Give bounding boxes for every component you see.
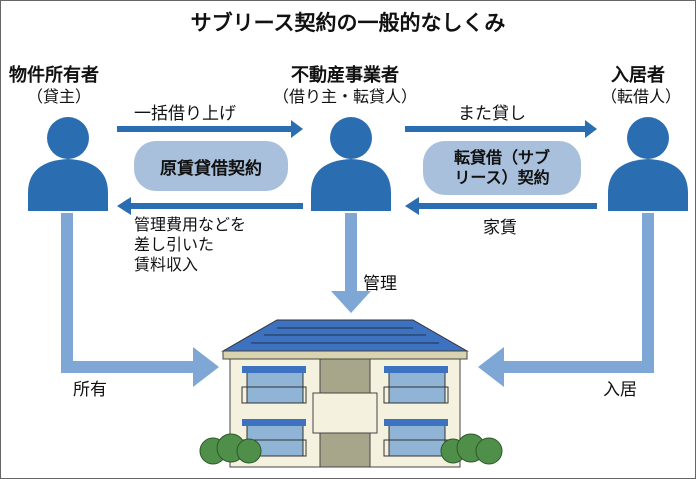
agent-person-icon <box>311 117 391 211</box>
owner-role: （貸主） <box>27 87 92 106</box>
bulk-lease-label: 一括借り上げ <box>134 104 236 124</box>
rent-income-line-1: 管理費用などを <box>134 215 247 234</box>
reside-label: 入居 <box>603 380 637 400</box>
tenant-role: （転借人） <box>601 87 682 106</box>
tenant-name: 入居者 <box>611 65 665 86</box>
manage-arrowhead <box>331 291 371 313</box>
sublease-label-2: リース）契約 <box>454 168 550 187</box>
own-label: 所有 <box>73 380 107 400</box>
own-arrowhead <box>193 347 219 387</box>
owner-pipe <box>61 213 73 373</box>
tenant-person-icon <box>608 117 688 211</box>
own-pipe <box>61 361 196 373</box>
pipes <box>61 213 654 387</box>
rent-income-label: 管理費用などを 差し引いた 賃料収入 <box>134 215 246 275</box>
master-lease-contract: 原賃貸借契約 <box>134 141 288 191</box>
sublease-contract: 転貸借（サブリース）契約 <box>423 141 581 195</box>
rent-income-arrow <box>129 203 303 209</box>
sublet-arrow <box>405 126 587 132</box>
apartment-building-icon <box>199 319 503 468</box>
rent-arrow <box>417 203 597 209</box>
owner-person-icon <box>28 117 108 211</box>
sublet-label: また貸し <box>458 104 526 124</box>
manage-label: 管理 <box>363 274 397 294</box>
bulk-lease-arrow <box>117 126 293 132</box>
page-title: サブリース契約の一般的なしくみ <box>190 11 506 35</box>
sublease-label-1: 転貸借（サブ <box>453 148 550 167</box>
arrows <box>117 120 597 215</box>
master-lease-label: 原賃貸借契約 <box>160 158 262 179</box>
reside-arrowhead <box>478 347 504 387</box>
agent-name: 不動産事業者 <box>291 65 399 86</box>
rent-income-line-2: 差し引いた <box>134 235 215 254</box>
tenant-pipe <box>642 213 654 373</box>
agent-role: （借り主・転貸人） <box>273 87 418 106</box>
persons <box>28 117 688 211</box>
rent-label: 家賃 <box>483 218 517 238</box>
rent-income-line-3: 賃料収入 <box>134 255 199 274</box>
reside-pipe <box>501 361 654 373</box>
owner-name: 物件所有者 <box>9 65 99 86</box>
manage-pipe <box>345 213 357 293</box>
